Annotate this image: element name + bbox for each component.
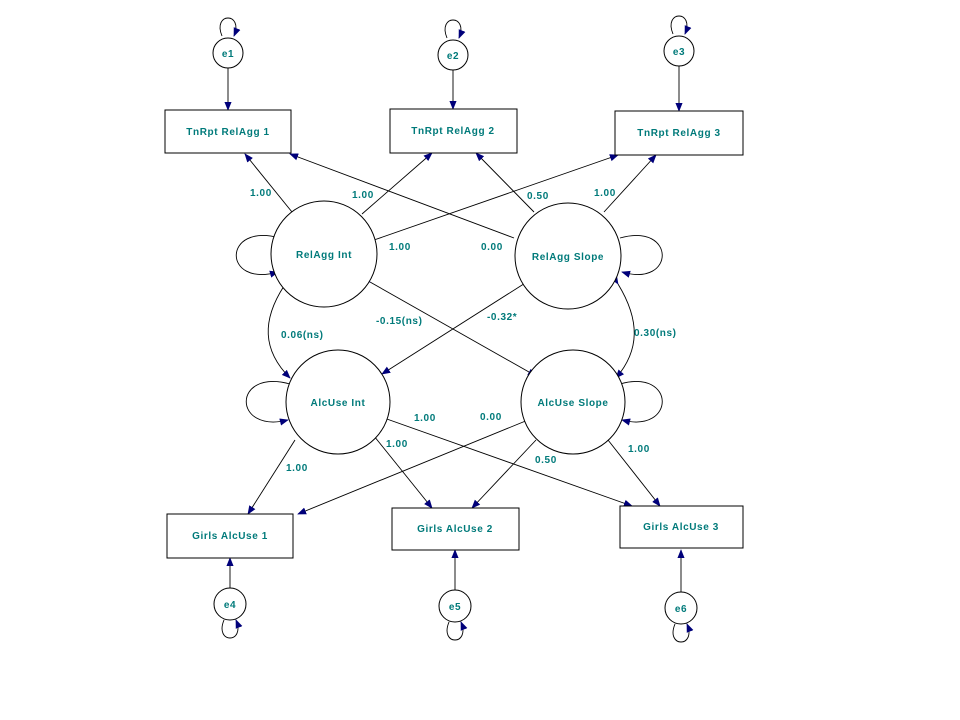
variance-e3 bbox=[670, 15, 692, 35]
cov-relagg-slope-alcuse-int bbox=[381, 272, 539, 375]
error-e5-label: e5 bbox=[449, 602, 461, 613]
edges bbox=[219, 15, 694, 643]
path-label-alcuse-int-g3: 1.00 bbox=[414, 413, 436, 424]
variance-relagg-int bbox=[235, 235, 281, 278]
variance-e2 bbox=[444, 19, 466, 39]
observed-g1: Girls AlcUse 1 bbox=[166, 513, 294, 559]
variance-relagg-slope bbox=[619, 235, 663, 278]
error-e5: e5 bbox=[438, 589, 472, 623]
error-e1-label: e1 bbox=[222, 49, 234, 60]
path-label-alcuse-int-g2: 1.00 bbox=[386, 439, 408, 450]
observed-g2: Girls AlcUse 2 bbox=[391, 507, 520, 551]
latent-relagg-int-label: RelAgg Int bbox=[296, 250, 352, 261]
latent-relagg-slope: RelAgg Slope bbox=[514, 202, 622, 310]
edge-relagg-slope-tn1 bbox=[289, 153, 515, 239]
edge-relagg-int-tn3 bbox=[373, 154, 619, 241]
error-e4: e4 bbox=[213, 587, 247, 621]
latent-alcuse-slope: AlcUse Slope bbox=[520, 349, 626, 455]
cov-label-relagg-slope-alcuse-int: -0.32* bbox=[487, 312, 517, 323]
latent-alcuse-int-label: AlcUse Int bbox=[311, 398, 366, 409]
observed-tn3: TnRpt RelAgg 3 bbox=[614, 110, 744, 156]
error-terms: e1 e2 e3 e4 e5 e6 bbox=[212, 35, 698, 625]
observed-tn3-label: TnRpt RelAgg 3 bbox=[637, 128, 720, 139]
error-e6: e6 bbox=[664, 591, 698, 625]
variance-e5 bbox=[446, 621, 468, 641]
edge-alcuse-int-g2 bbox=[373, 435, 433, 509]
path-label-alcuse-slope-g1: 0.00 bbox=[480, 412, 502, 423]
latent-alcuse-slope-label: AlcUse Slope bbox=[537, 398, 608, 409]
path-label-relagg-int-tn2: 1.00 bbox=[352, 190, 374, 201]
error-e6-label: e6 bbox=[675, 604, 687, 615]
edge-relagg-slope-tn3 bbox=[603, 154, 657, 213]
error-e1: e1 bbox=[212, 37, 244, 69]
error-e2-label: e2 bbox=[447, 51, 459, 62]
error-e3-label: e3 bbox=[673, 47, 685, 58]
variance-alcuse-int bbox=[245, 381, 291, 426]
path-label-alcuse-slope-g2: 0.50 bbox=[535, 455, 557, 466]
path-label-relagg-int-tn3: 1.00 bbox=[389, 242, 411, 253]
error-e4-label: e4 bbox=[224, 600, 236, 611]
edge-relagg-int-tn2 bbox=[361, 152, 433, 215]
path-label-alcuse-slope-g3: 1.00 bbox=[628, 444, 650, 455]
observed-tn1: TnRpt RelAgg 1 bbox=[164, 109, 292, 154]
edge-relagg-int-tn1 bbox=[244, 153, 293, 213]
cov-label-relagg-slope-alcuse-slope: 0.30(ns) bbox=[634, 328, 677, 339]
edge-alcuse-slope-g1 bbox=[297, 419, 529, 515]
variance-alcuse-slope bbox=[619, 381, 663, 426]
observed-g1-label: Girls AlcUse 1 bbox=[192, 531, 268, 542]
covariance-labels: 0.06(ns) -0.15(ns) -0.32* 0.30(ns) bbox=[281, 312, 677, 341]
cov-label-relagg-int-alcuse-slope: -0.15(ns) bbox=[376, 316, 423, 327]
observed-variables: TnRpt RelAgg 1 TnRpt RelAgg 2 TnRpt RelA… bbox=[164, 108, 744, 559]
error-e3: e3 bbox=[663, 35, 695, 67]
path-label-relagg-int-tn1: 1.00 bbox=[250, 188, 272, 199]
edge-alcuse-int-g3 bbox=[383, 417, 633, 507]
edge-alcuse-int-g1 bbox=[247, 439, 296, 515]
edge-alcuse-slope-g2 bbox=[471, 439, 537, 509]
observed-g3-label: Girls AlcUse 3 bbox=[643, 522, 719, 533]
error-e2: e2 bbox=[437, 39, 469, 71]
cov-relagg-int-alcuse-int bbox=[267, 277, 292, 379]
latent-alcuse-int: AlcUse Int bbox=[285, 349, 391, 455]
path-label-relagg-slope-tn1: 0.00 bbox=[481, 242, 503, 253]
observed-tn1-label: TnRpt RelAgg 1 bbox=[186, 127, 269, 138]
observed-g2-label: Girls AlcUse 2 bbox=[417, 524, 493, 535]
observed-tn2: TnRpt RelAgg 2 bbox=[389, 108, 518, 154]
latent-relagg-slope-label: RelAgg Slope bbox=[532, 252, 604, 263]
observed-tn2-label: TnRpt RelAgg 2 bbox=[411, 126, 494, 137]
path-label-relagg-slope-tn2: 0.50 bbox=[527, 191, 549, 202]
path-label-relagg-slope-tn3: 1.00 bbox=[594, 188, 616, 199]
variance-e1 bbox=[219, 17, 241, 37]
cov-label-relagg-int-alcuse-int: 0.06(ns) bbox=[281, 330, 324, 341]
edge-relagg-slope-tn2 bbox=[475, 152, 535, 213]
path-labels: 1.00 1.00 1.00 0.00 0.50 1.00 1.00 1.00 … bbox=[250, 188, 650, 474]
variance-e4 bbox=[221, 619, 243, 639]
latent-factors: RelAgg Int RelAgg Slope AlcUse Int AlcUs… bbox=[270, 200, 626, 455]
variance-e6 bbox=[672, 623, 694, 643]
observed-g3: Girls AlcUse 3 bbox=[619, 505, 744, 549]
cov-relagg-slope-alcuse-slope bbox=[610, 275, 635, 379]
path-label-alcuse-int-g1: 1.00 bbox=[286, 463, 308, 474]
edge-alcuse-slope-g3 bbox=[607, 439, 661, 507]
latent-relagg-int: RelAgg Int bbox=[270, 200, 378, 308]
